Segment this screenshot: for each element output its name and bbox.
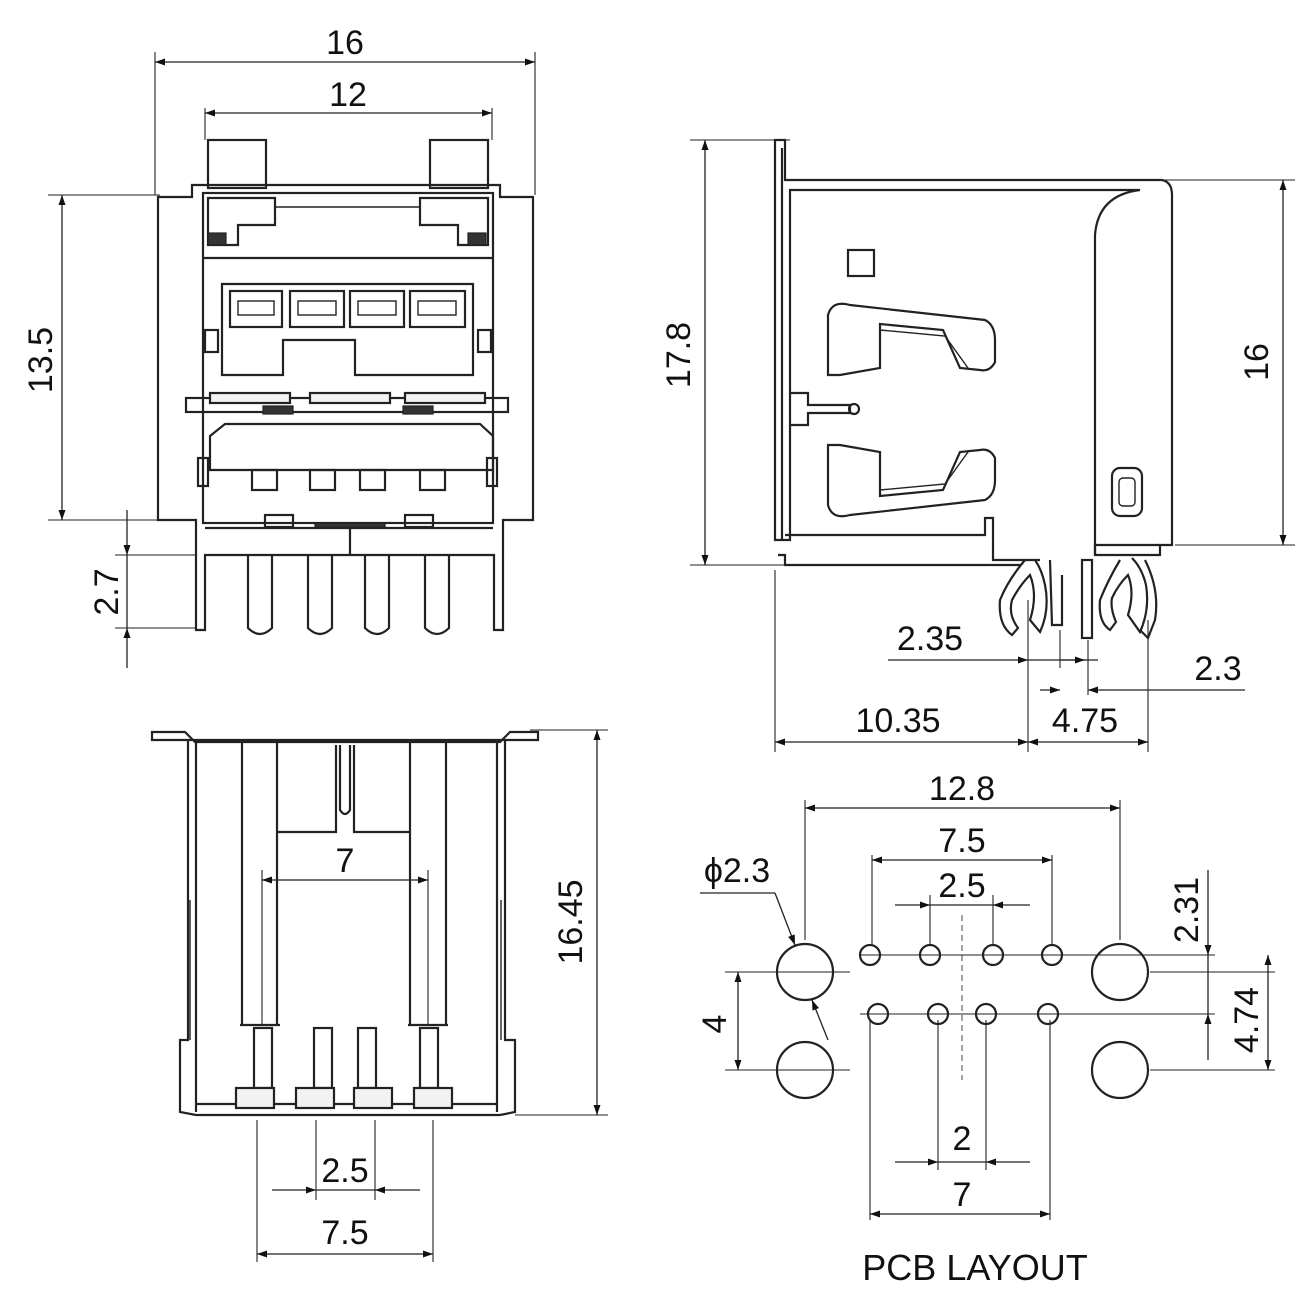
pcb-layout: 12.8 7.5 2.5 ϕ2.3 bbox=[696, 770, 1275, 1288]
pcb-hole-span-label: 12.8 bbox=[929, 770, 995, 808]
side-pin-span-label: 4.75 bbox=[1052, 702, 1118, 740]
side-view: 17.8 16 bbox=[660, 138, 1295, 752]
pcb-bottom-span-label: 7 bbox=[953, 1176, 972, 1214]
bottom-view: 16.45 7 bbox=[150, 729, 608, 1262]
pcb-layout-title: PCB LAYOUT bbox=[862, 1247, 1087, 1288]
front-height-label: 13.5 bbox=[22, 327, 60, 393]
bottom-pin-pitch-label: 2.5 bbox=[321, 1152, 368, 1190]
pcb-mount-pitch-label: 4 bbox=[696, 1015, 734, 1034]
pcb-pitch-top-label: 2.5 bbox=[938, 867, 985, 905]
front-width-inner-label: 12 bbox=[329, 76, 367, 114]
pcb-row-span-label: 7.5 bbox=[938, 822, 985, 860]
pcb-pitch-bottom-label: 2 bbox=[953, 1120, 972, 1158]
bottom-depth-label: 16.45 bbox=[552, 879, 590, 964]
bottom-pin-span-label: 7.5 bbox=[321, 1214, 368, 1252]
pcb-row-to-mount-label: 4.74 bbox=[1228, 987, 1266, 1053]
front-pin-length-label: 2.7 bbox=[88, 568, 126, 615]
side-height-body-label: 16 bbox=[1238, 343, 1276, 381]
front-width-outer-label: 16 bbox=[326, 24, 364, 62]
side-pin-offset-a-label: 2.35 bbox=[897, 620, 963, 658]
pcb-row-offset-label: 2.31 bbox=[1168, 877, 1206, 943]
pcb-mount-hole-dia-label: ϕ2.3 bbox=[704, 852, 770, 890]
side-depth-front-label: 10.35 bbox=[855, 702, 940, 740]
side-pin-offset-b-label: 2.3 bbox=[1194, 650, 1241, 688]
front-view: 16 12 13.5 2.7 bbox=[22, 24, 536, 668]
side-height-total-label: 17.8 bbox=[660, 322, 698, 388]
bottom-inner-width-label: 7 bbox=[336, 842, 355, 880]
